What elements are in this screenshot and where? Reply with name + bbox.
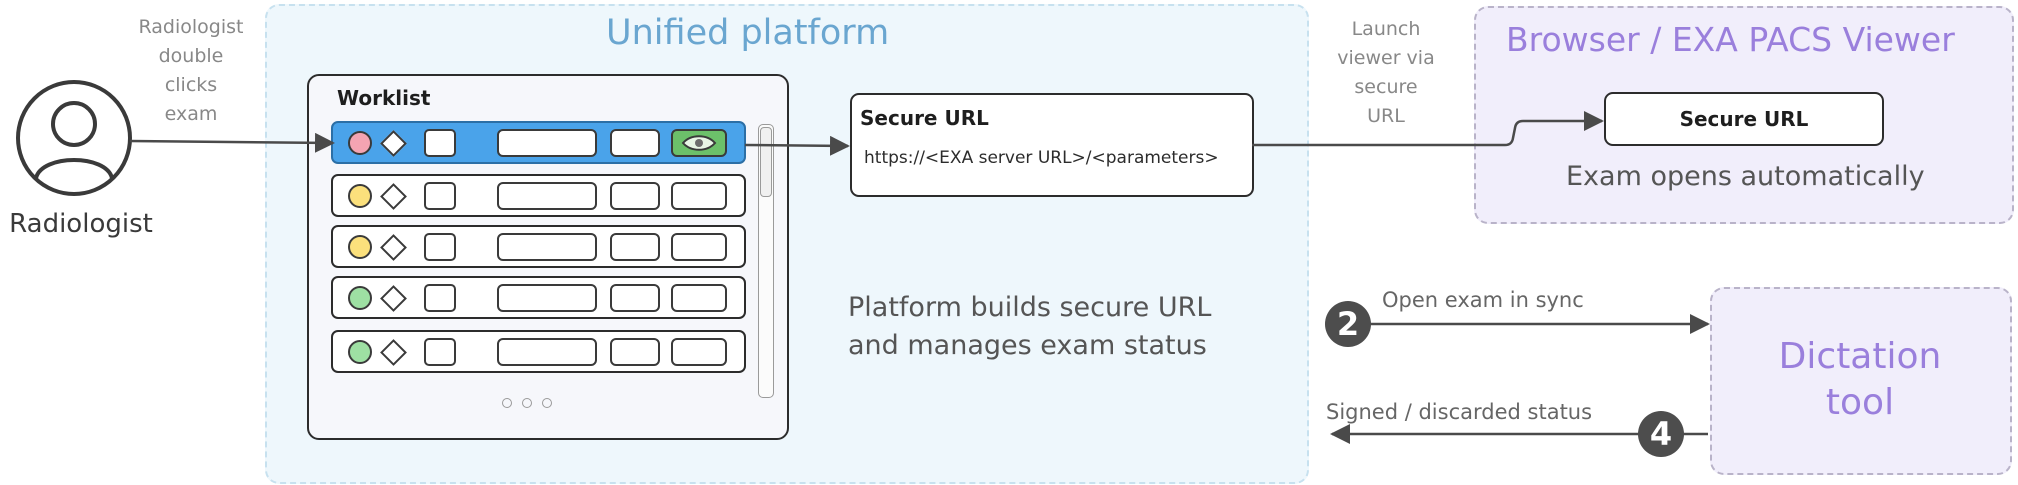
step-badge: 4	[1638, 411, 1684, 457]
row-field	[497, 182, 597, 210]
row-field	[497, 284, 597, 312]
status-flow-label: Signed / discarded status	[1326, 400, 1593, 424]
row-field	[610, 129, 660, 157]
row-action-button[interactable]	[671, 284, 727, 312]
dictation-tool-panel	[1710, 287, 2012, 475]
exam-opens-text: Exam opens automatically	[1566, 161, 1925, 192]
step-badge: 2	[1325, 301, 1371, 347]
row-action-button[interactable]	[671, 182, 727, 210]
row-action-button[interactable]	[671, 233, 727, 261]
row-field	[610, 182, 660, 210]
status-dot-icon	[348, 235, 372, 259]
status-dot-icon	[348, 286, 372, 310]
checkbox-icon[interactable]	[424, 182, 456, 210]
checkbox-icon[interactable]	[424, 338, 456, 366]
checkbox-icon[interactable]	[424, 233, 456, 261]
secure-url-text: https://<EXA server URL>/<parameters>	[864, 148, 1219, 168]
page-dot[interactable]	[502, 398, 512, 408]
launch-viewer-arrow	[1252, 111, 1604, 147]
build-url-arrow	[744, 135, 850, 156]
row-field	[610, 284, 660, 312]
row-field	[497, 129, 597, 157]
worklist-row[interactable]	[331, 225, 746, 268]
view-exam-button[interactable]	[671, 129, 727, 157]
secure-url-title: Secure URL	[860, 106, 989, 130]
worklist-row[interactable]	[331, 330, 746, 373]
radiologist-action-note: Radiologist double clicks exam	[138, 16, 244, 125]
row-field	[610, 338, 660, 366]
double-click-arrow	[129, 132, 335, 153]
sync-flow-label: Open exam in sync	[1382, 288, 1584, 312]
checkbox-icon[interactable]	[424, 284, 456, 312]
pagination-dots[interactable]	[502, 398, 562, 410]
launch-viewer-note: Launch viewer via secure URL	[1337, 18, 1435, 127]
browser-secure-url-box[interactable]: Secure URL	[1604, 92, 1884, 146]
worklist-row[interactable]	[331, 174, 746, 217]
eye-icon	[681, 135, 717, 151]
status-dot-icon	[348, 184, 372, 208]
platform-description: Platform builds secure URL and manages e…	[848, 292, 1212, 361]
status-dot-icon	[348, 340, 372, 364]
status-dot-icon	[348, 131, 372, 155]
row-action-button[interactable]	[671, 338, 727, 366]
radiologist-label: Radiologist	[9, 209, 153, 239]
browser-title: Browser / EXA PACS Viewer	[1506, 20, 1955, 59]
checkbox-icon[interactable]	[424, 129, 456, 157]
worklist-title: Worklist	[337, 86, 431, 110]
page-dot[interactable]	[522, 398, 532, 408]
radiologist-avatar-icon	[16, 80, 132, 196]
row-field	[610, 233, 660, 261]
secure-url-box	[850, 93, 1254, 197]
dictation-title: Dictation tool	[1778, 336, 1942, 423]
page-dot[interactable]	[542, 398, 552, 408]
worklist-row-selected[interactable]	[331, 121, 746, 164]
row-field	[497, 233, 597, 261]
worklist-row[interactable]	[331, 276, 746, 319]
platform-title: Unified platform	[606, 13, 890, 53]
row-field	[497, 338, 597, 366]
